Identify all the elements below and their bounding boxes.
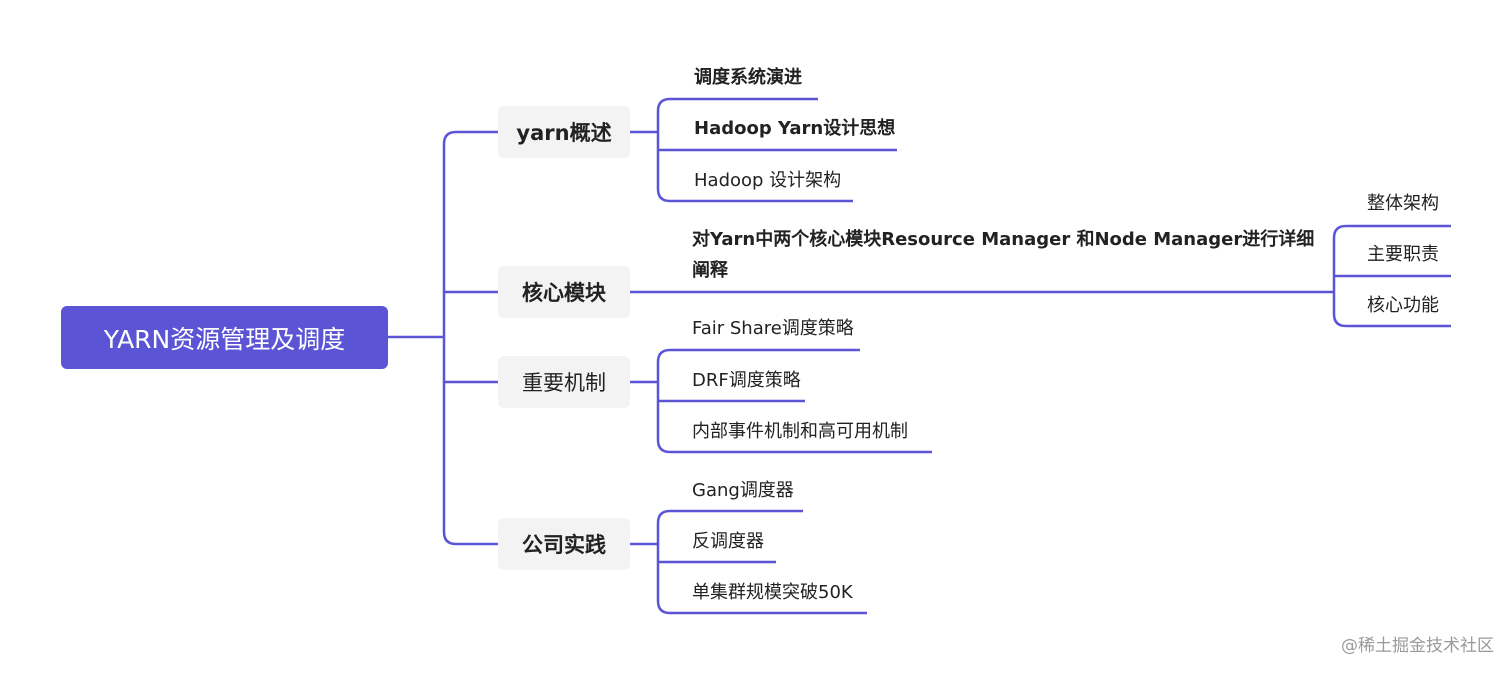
leaf-node[interactable]: DRF调度策略 (692, 370, 801, 391)
leaf-node[interactable]: Gang调度器 (692, 480, 794, 501)
branch-node-core-modules[interactable]: 核心模块 (498, 266, 630, 318)
leaf-node-core-module-description[interactable]: 对Yarn中两个核心模块Resource Manager 和Node Manag… (692, 229, 1315, 281)
trunk-connector (442, 130, 457, 546)
branch-label: 公司实践 (522, 533, 606, 557)
branch-node-key-mechanisms[interactable]: 重要机制 (498, 356, 630, 408)
root-label: YARN资源管理及调度 (103, 324, 346, 354)
branch-label: 核心模块 (522, 281, 606, 305)
leaf-node[interactable]: Fair Share调度策略 (692, 318, 854, 339)
branch-node-yarn-overview[interactable]: yarn概述 (498, 106, 630, 158)
branch-node-company-practice[interactable]: 公司实践 (498, 518, 630, 570)
branch-label: 重要机制 (522, 371, 606, 395)
leaf-node[interactable]: 内部事件机制和高可用机制 (692, 421, 908, 442)
branch-label: yarn概述 (516, 121, 612, 145)
watermark: @稀土掘金技术社区 (1341, 636, 1494, 656)
leaf-node[interactable]: 核心功能 (1367, 295, 1439, 316)
leaf-node[interactable]: 反调度器 (692, 531, 764, 552)
leaf-node[interactable]: Hadoop 设计架构 (694, 170, 842, 191)
leaf-node[interactable]: Hadoop Yarn设计思想 (694, 118, 896, 139)
root-node[interactable]: YARN资源管理及调度 (61, 306, 388, 369)
leaf-node[interactable]: 单集群规模突破50K (692, 582, 853, 603)
leaf-node[interactable]: 整体架构 (1367, 193, 1439, 214)
leaf-node[interactable]: 调度系统演进 (694, 67, 802, 88)
leaf-node[interactable]: 主要职责 (1367, 244, 1439, 265)
